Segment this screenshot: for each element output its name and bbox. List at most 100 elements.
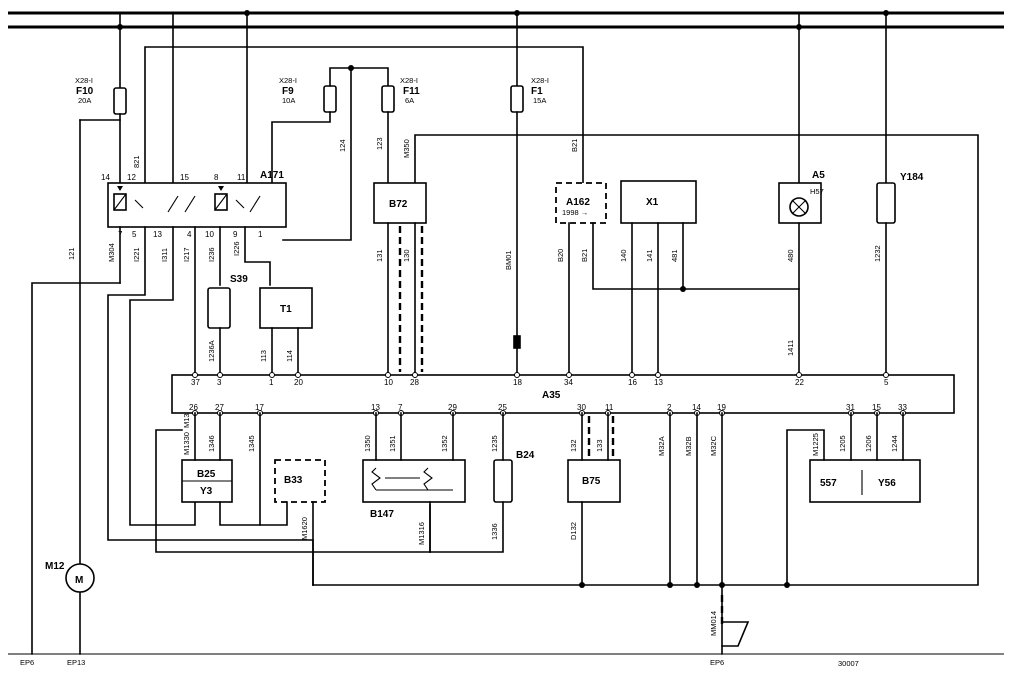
svg-text:M12: M12: [45, 561, 65, 572]
fuse-f11: X28-I F11 6A: [381, 76, 420, 184]
svg-text:20: 20: [294, 378, 303, 387]
svg-text:18: 18: [513, 378, 522, 387]
svg-text:8: 8: [214, 173, 219, 182]
svg-text:29: 29: [448, 403, 457, 412]
svg-text:1205: 1205: [838, 435, 847, 452]
svg-text:15: 15: [872, 403, 881, 412]
svg-text:1345: 1345: [247, 435, 256, 452]
svg-text:15A: 15A: [533, 96, 546, 105]
svg-text:M304: M304: [107, 243, 116, 262]
svg-text:14: 14: [101, 173, 110, 182]
svg-text:10A: 10A: [282, 96, 295, 105]
sensor-b75: B75: [567, 412, 621, 586]
svg-text:F1: F1: [531, 86, 543, 97]
svg-text:B25: B25: [197, 469, 216, 480]
svg-text:12: 12: [127, 173, 136, 182]
svg-text:1232: 1232: [873, 245, 882, 262]
svg-text:37: 37: [191, 378, 200, 387]
svg-text:9: 9: [233, 230, 238, 239]
svg-text:1244: 1244: [890, 435, 899, 452]
svg-text:A35: A35: [542, 390, 561, 401]
svg-text:22: 22: [795, 378, 804, 387]
svg-text:M350: M350: [402, 139, 411, 158]
svg-text:141: 141: [645, 249, 654, 262]
svg-text:I221: I221: [132, 247, 141, 262]
fuse-f1: X28-I F1 15A: [510, 10, 549, 376]
svg-text:M1620: M1620: [300, 517, 309, 540]
svg-text:133: 133: [595, 439, 604, 452]
svg-text:X28-I: X28-I: [531, 76, 549, 85]
svg-text:M1330: M1330: [182, 432, 191, 455]
svg-text:M13: M13: [182, 413, 191, 428]
svg-text:114: 114: [285, 350, 294, 362]
svg-text:M1225: M1225: [811, 433, 820, 456]
svg-text:EP6: EP6: [20, 658, 34, 667]
svg-text:4: 4: [187, 230, 192, 239]
fuse-f9: X28-I F9 10A: [271, 65, 389, 191]
svg-text:1350: 1350: [363, 435, 372, 452]
svg-text:I217: I217: [182, 247, 191, 262]
svg-text:16: 16: [628, 378, 637, 387]
svg-text:123: 123: [375, 137, 384, 150]
svg-text:10: 10: [205, 230, 214, 239]
svg-text:A5: A5: [812, 170, 825, 181]
svg-text:557: 557: [820, 478, 837, 489]
svg-text:I311: I311: [160, 248, 169, 262]
svg-text:480: 480: [786, 249, 795, 262]
svg-text:1998 →: 1998 →: [562, 208, 588, 217]
svg-text:MM014: MM014: [709, 611, 718, 636]
svg-text:15: 15: [180, 173, 189, 182]
switch-s57-y56: 557 Y56: [786, 412, 921, 586]
svg-text:H57: H57: [810, 187, 824, 196]
svg-text:3: 3: [217, 378, 222, 387]
svg-text:M1316: M1316: [417, 522, 426, 545]
svg-text:28: 28: [410, 378, 419, 387]
svg-text:17: 17: [255, 403, 264, 412]
svg-text:33: 33: [898, 403, 907, 412]
svg-text:124: 124: [338, 139, 347, 152]
svg-text:B147: B147: [370, 509, 394, 520]
fuse-f10: X28-I F10 20A: [75, 12, 127, 191]
sensor-b24: B24: [429, 412, 535, 553]
module-a162: A162 1998 →: [555, 182, 800, 376]
svg-text:113: 113: [259, 350, 268, 362]
svg-text:34: 34: [564, 378, 573, 387]
svg-text:5: 5: [132, 230, 137, 239]
svg-text:27: 27: [215, 403, 224, 412]
relay-a171: A171 14 12 15 8 11 7 5 13 4 10 9 1: [101, 170, 287, 239]
svg-text:M32A: M32A: [657, 436, 666, 456]
svg-text:1235: 1235: [490, 435, 499, 452]
svg-text:M32C: M32C: [709, 435, 718, 456]
svg-text:M: M: [75, 575, 83, 586]
supply-rails: [8, 11, 1004, 655]
svg-text:140: 140: [619, 249, 628, 262]
svg-text:1336: 1336: [490, 523, 499, 540]
svg-text:1411: 1411: [786, 340, 795, 356]
svg-text:1: 1: [269, 378, 274, 387]
svg-text:Y184: Y184: [900, 172, 924, 183]
wire-labels: 121 821 124 123 M350 BM01 B21 M304 I221 …: [67, 137, 899, 636]
svg-text:X28-I: X28-I: [279, 76, 297, 85]
sensor-b72: B72: [373, 182, 427, 376]
sensor-t1: T1: [259, 287, 313, 376]
drawing-number: 30007: [838, 659, 859, 668]
valve-y184: Y184: [876, 172, 924, 376]
svg-text:2: 2: [667, 403, 672, 412]
svg-text:S39: S39: [230, 274, 248, 285]
svg-text:1: 1: [258, 230, 263, 239]
svg-text:821: 821: [132, 155, 141, 168]
svg-text:13: 13: [371, 403, 380, 412]
svg-text:13: 13: [654, 378, 663, 387]
lamp-a5: A5 H57: [778, 170, 825, 376]
svg-text:14: 14: [692, 403, 701, 412]
svg-text:11: 11: [237, 173, 246, 182]
connector-x1: X1: [620, 180, 697, 376]
svg-text:11: 11: [605, 403, 614, 412]
svg-text:F9: F9: [282, 86, 294, 97]
svg-text:1236A: 1236A: [207, 340, 216, 362]
svg-text:B21: B21: [570, 139, 579, 152]
svg-text:131: 131: [375, 249, 384, 262]
svg-text:I226: I226: [232, 241, 241, 256]
svg-text:31: 31: [846, 403, 855, 412]
